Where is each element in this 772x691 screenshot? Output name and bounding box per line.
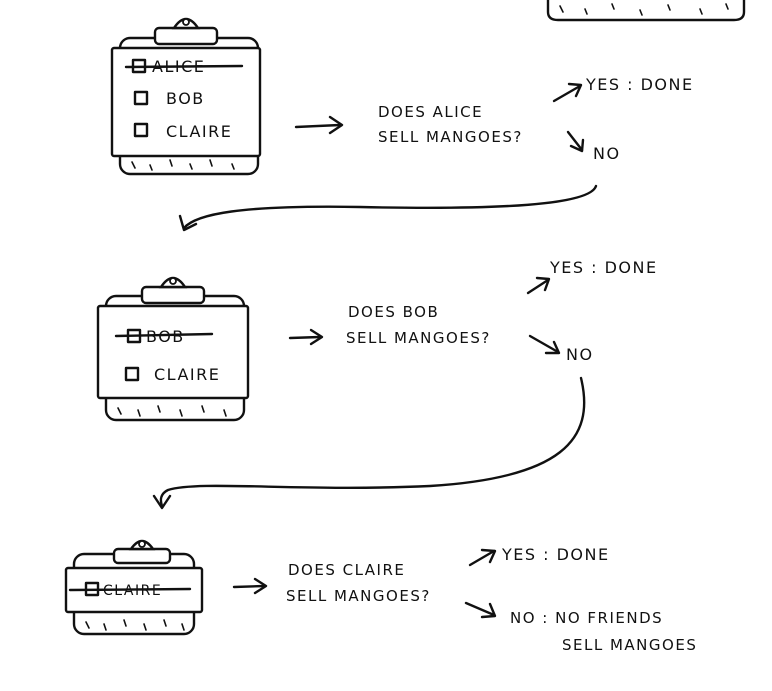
question-2-line-2: SELL MANGOES? xyxy=(346,329,491,347)
checkbox-claire-2 xyxy=(124,366,140,382)
arrow-no-3 xyxy=(464,601,497,619)
arrow-yes-2 xyxy=(526,276,551,295)
arrow-no-2 xyxy=(528,334,561,355)
arrow-yes-1 xyxy=(552,82,583,103)
name-claire-2: CLAIRE xyxy=(154,365,220,384)
name-bob: BOB xyxy=(166,89,205,108)
arrow-to-question-3 xyxy=(232,577,268,595)
strike-claire-3 xyxy=(68,587,192,592)
arrow-to-question-1 xyxy=(294,115,344,135)
name-bob-2: BOB xyxy=(146,327,185,346)
clipboard-2 xyxy=(96,276,250,422)
clipboard-1 xyxy=(110,17,262,176)
no-2: NO xyxy=(566,345,594,364)
clipboard-fragment xyxy=(546,0,746,22)
question-3-line-2: SELL MANGOES? xyxy=(286,587,431,605)
yes-done-1: YES : DONE xyxy=(585,75,694,94)
step-1: ALICE BOB CLAIRE DOES ALICE SELL MANGOES… xyxy=(110,17,694,232)
checkbox-bob xyxy=(133,90,149,106)
step-3: CLAIRE DOES CLAIRE SELL MANGOES? YES : D… xyxy=(64,539,697,654)
question-1-line-1: DOES ALICE xyxy=(378,103,483,121)
strike-alice xyxy=(124,64,244,69)
connector-2 xyxy=(152,376,586,510)
no-3-line-1: NO : NO FRIENDS xyxy=(510,609,663,627)
arrow-yes-3 xyxy=(468,548,497,567)
question-1-line-2: SELL MANGOES? xyxy=(378,128,523,146)
question-2-line-1: DOES BOB xyxy=(348,303,439,321)
name-claire-3: CLAIRE xyxy=(103,583,162,599)
checkbox-claire xyxy=(133,122,149,138)
strike-bob-2 xyxy=(114,332,214,338)
yes-done-3: YES : DONE xyxy=(501,545,610,564)
question-3-line-1: DOES CLAIRE xyxy=(288,561,405,579)
step-2: BOB CLAIRE DOES BOB SELL MANGOES? YES : … xyxy=(96,258,658,510)
arrow-no-1 xyxy=(566,130,585,153)
name-claire: CLAIRE xyxy=(166,122,232,141)
no-3-line-2: SELL MANGOES xyxy=(562,636,697,654)
connector-1 xyxy=(178,184,598,232)
yes-done-2: YES : DONE xyxy=(549,258,658,277)
no-1: NO xyxy=(593,144,621,163)
arrow-to-question-2 xyxy=(288,328,324,346)
